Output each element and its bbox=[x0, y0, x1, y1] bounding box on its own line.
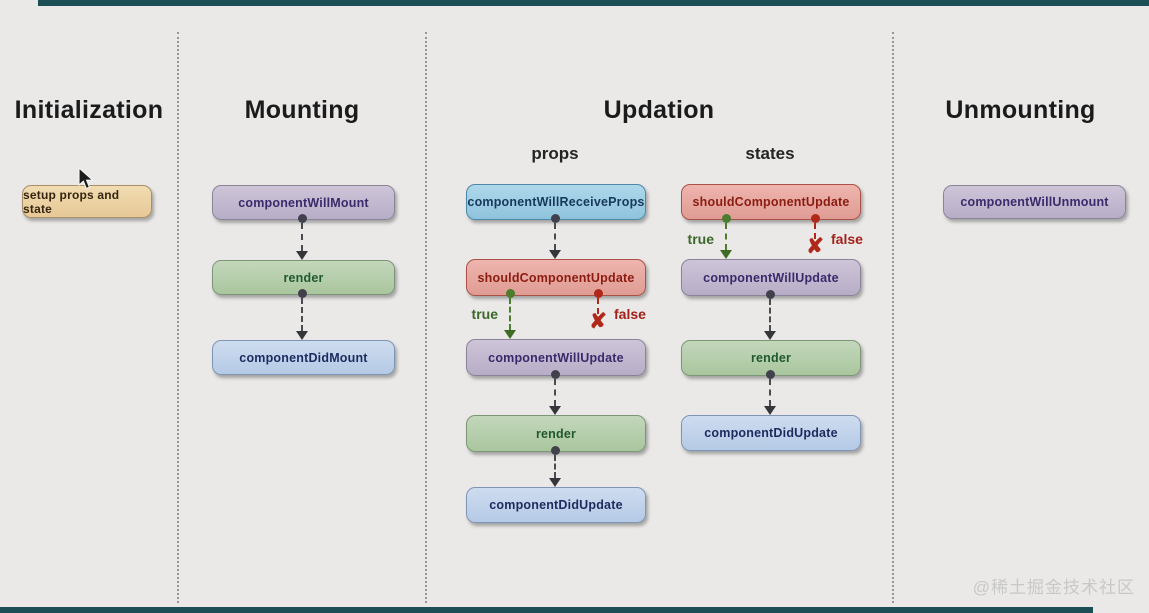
arrowhead-icon bbox=[549, 250, 561, 259]
arrow-origin-dot bbox=[721, 214, 731, 223]
arrow-origin-dot bbox=[550, 214, 560, 223]
arrowhead-icon bbox=[764, 331, 776, 340]
arrow-true-branch bbox=[719, 214, 733, 259]
arrowhead-icon bbox=[296, 251, 308, 260]
column-separator bbox=[892, 32, 894, 603]
branch-label-false: false bbox=[614, 306, 646, 322]
node-shouldcomponentupdate-props: shouldComponentUpdate bbox=[466, 259, 646, 296]
node-shouldcomponentupdate-states: shouldComponentUpdate bbox=[681, 184, 861, 220]
arrow-down bbox=[763, 290, 777, 340]
heading-initialization: Initialization bbox=[14, 96, 164, 124]
heading-updation: Updation bbox=[603, 96, 715, 124]
subheading-states: states bbox=[745, 144, 795, 163]
arrow-down bbox=[548, 370, 562, 415]
arrow-origin-dot bbox=[297, 214, 307, 223]
false-cross-icon: ✘ bbox=[589, 310, 607, 333]
mouse-cursor-icon bbox=[78, 167, 94, 190]
node-setup-props-and-state: setup props and state bbox=[22, 185, 152, 218]
arrow-down bbox=[295, 214, 309, 260]
branch-label-false: false bbox=[831, 231, 863, 247]
arrowhead-icon bbox=[720, 250, 732, 259]
arrow-origin-dot bbox=[810, 214, 820, 223]
column-separator bbox=[177, 32, 179, 603]
watermark: @稀土掘金技术社区 bbox=[972, 578, 1135, 597]
heading-mounting: Mounting bbox=[244, 96, 360, 124]
arrow-true-branch bbox=[503, 289, 517, 339]
node-componentwillunmount: componentWillUnmount bbox=[943, 185, 1126, 219]
arrow-down bbox=[763, 370, 777, 415]
arrow-origin-dot bbox=[765, 290, 775, 299]
arrow-origin-dot bbox=[593, 289, 603, 298]
branch-label-true: true bbox=[471, 306, 498, 322]
arrow-origin-dot bbox=[765, 370, 775, 379]
arrow-down bbox=[548, 446, 562, 487]
node-componentwillupdate-states: componentWillUpdate bbox=[681, 259, 861, 296]
arrow-origin-dot bbox=[297, 289, 307, 298]
heading-unmounting: Unmounting bbox=[945, 96, 1096, 124]
top-edge-bar bbox=[38, 0, 1149, 6]
subheading-props: props bbox=[531, 144, 579, 163]
arrowhead-icon bbox=[549, 406, 561, 415]
column-separator bbox=[425, 32, 427, 603]
node-componentdidupdate-props: componentDidUpdate bbox=[466, 487, 646, 523]
arrowhead-icon bbox=[764, 406, 776, 415]
false-cross-icon: ✘ bbox=[806, 235, 824, 258]
arrow-origin-dot bbox=[550, 446, 560, 455]
arrow-down bbox=[295, 289, 309, 340]
node-componentdidmount: componentDidMount bbox=[212, 340, 395, 375]
arrowhead-icon bbox=[504, 330, 516, 339]
bottom-edge-bar bbox=[0, 607, 1093, 613]
branch-label-true: true bbox=[687, 231, 714, 247]
arrowhead-icon bbox=[549, 478, 561, 487]
arrow-false-branch: ✘ bbox=[589, 289, 607, 333]
arrow-down bbox=[548, 214, 562, 259]
arrowhead-icon bbox=[296, 331, 308, 340]
node-componentdidupdate-states: componentDidUpdate bbox=[681, 415, 861, 451]
arrow-origin-dot bbox=[550, 370, 560, 379]
arrow-origin-dot bbox=[505, 289, 515, 298]
arrow-false-branch: ✘ bbox=[806, 214, 824, 258]
